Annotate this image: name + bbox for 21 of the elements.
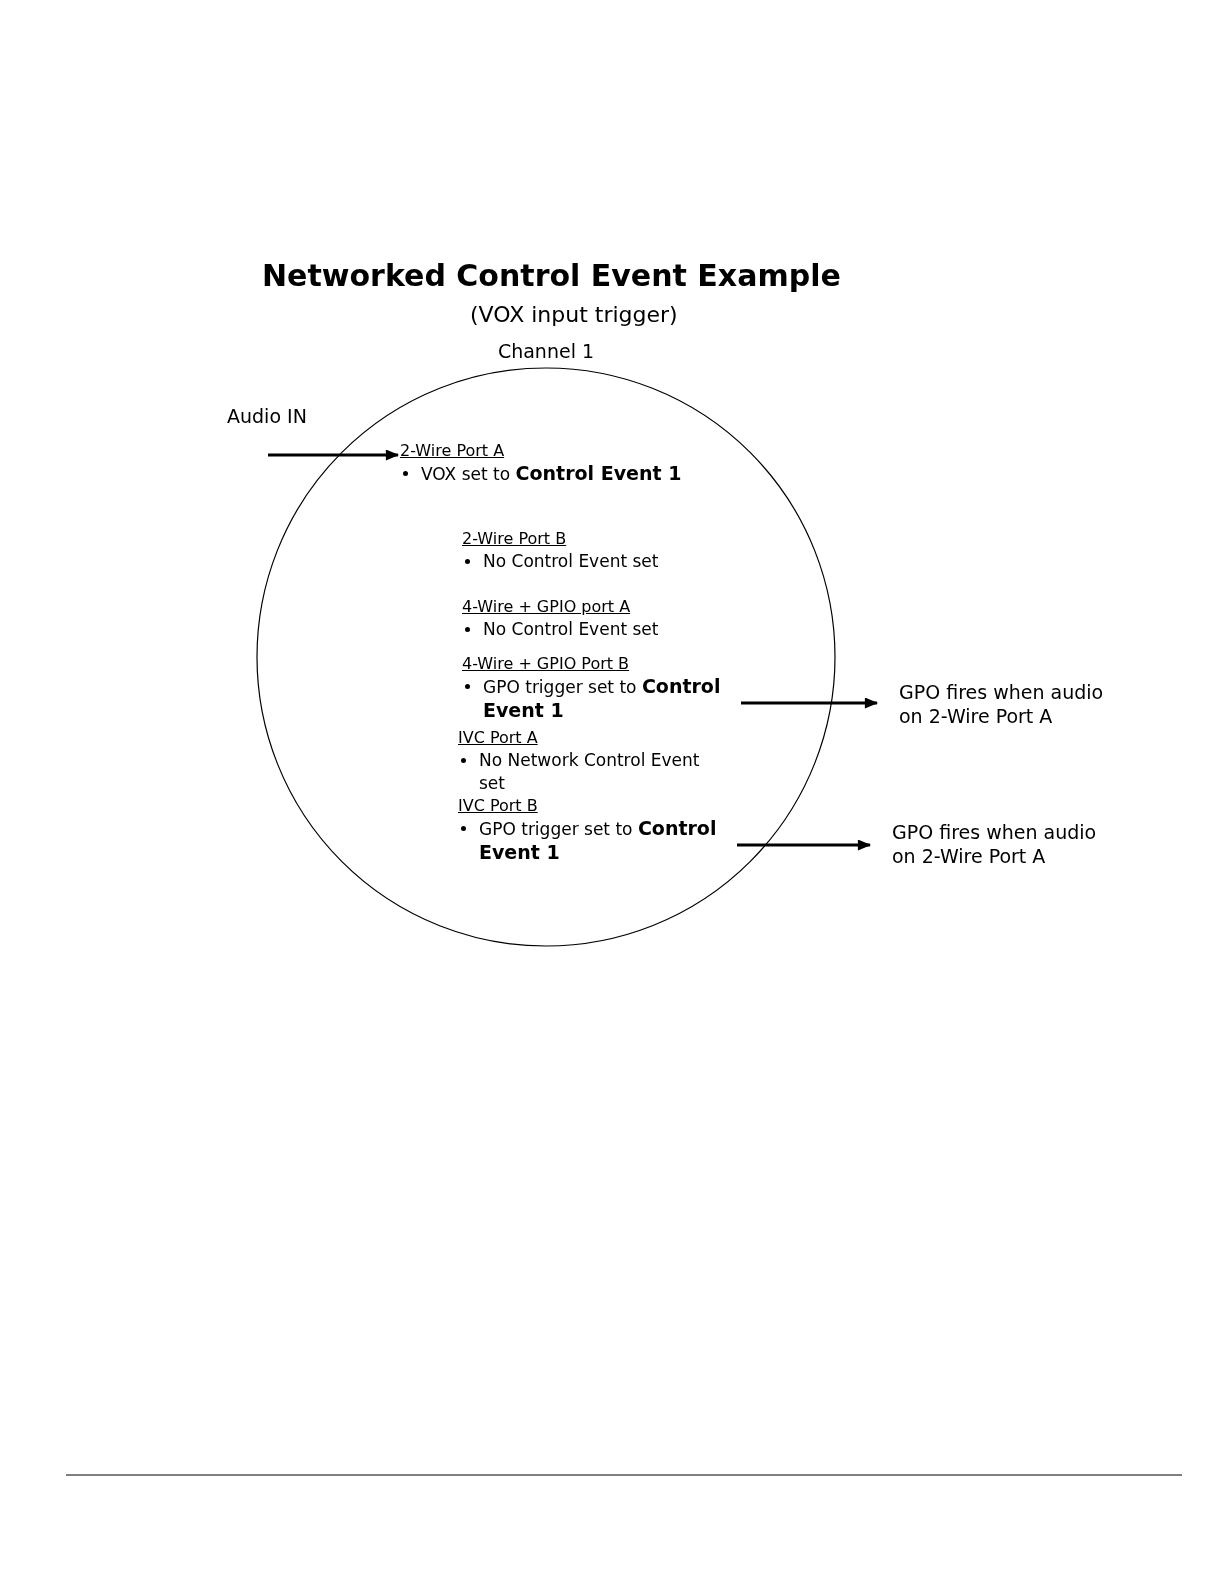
channel-heading: Channel 1 xyxy=(496,340,596,363)
port-heading: 2-Wire Port B xyxy=(462,528,567,550)
input-label: Audio IN xyxy=(227,405,307,427)
port-heading: 4-Wire + GPIO Port B xyxy=(462,653,630,675)
port-heading: IVC Port A xyxy=(458,727,538,749)
result-note: GPO fires when audio on 2-Wire Port A xyxy=(899,680,1124,728)
arrow xyxy=(268,449,400,461)
port-heading: 4-Wire + GPIO port A xyxy=(462,596,631,618)
result-note: GPO fires when audio on 2-Wire Port A xyxy=(892,820,1117,868)
bullet-text: No Control Event set xyxy=(483,550,659,573)
diagram-title: Networked Control Event Example xyxy=(262,258,841,293)
bullet-text: No Network Control Event set xyxy=(479,749,701,795)
bullet-text: GPO trigger set to Control Event 1 xyxy=(479,817,718,865)
arrow xyxy=(741,697,879,709)
bullet-text: No Control Event set xyxy=(483,618,659,641)
port-heading: IVC Port B xyxy=(458,795,538,817)
arrow xyxy=(737,839,872,851)
bullet-text: VOX set to Control Event 1 xyxy=(421,462,682,486)
bullet-text: GPO trigger set to Control Event 1 xyxy=(483,675,722,723)
subtitle-text: (VOX input trigger) xyxy=(470,302,678,327)
port-heading: 2-Wire Port A xyxy=(400,440,505,462)
